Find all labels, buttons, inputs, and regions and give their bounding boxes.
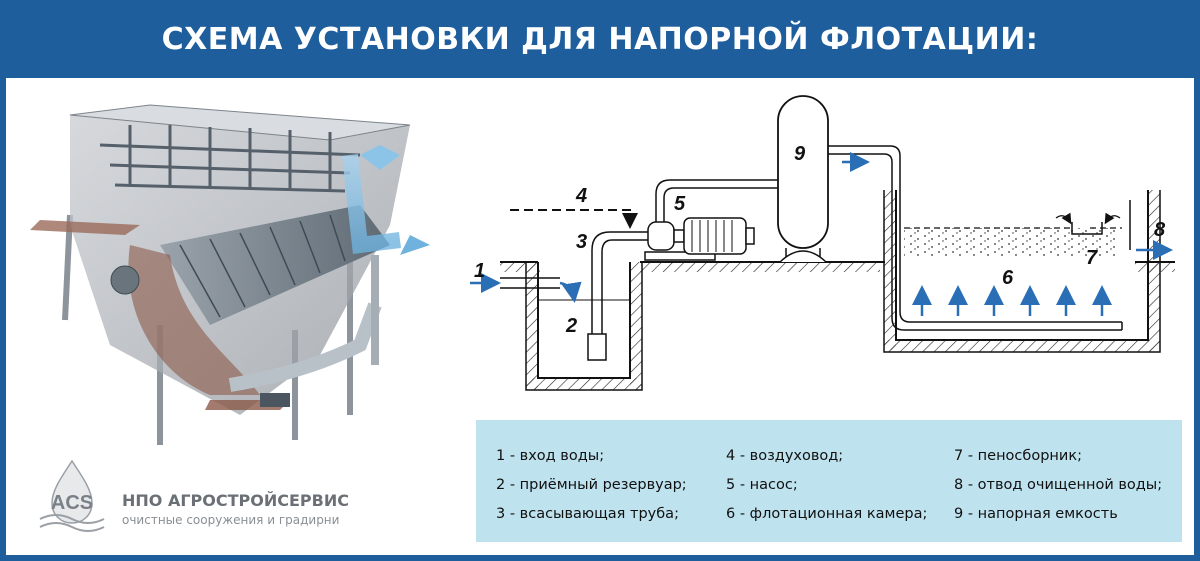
label-7: 7 <box>1086 247 1098 269</box>
label-1: 1 <box>474 260 485 282</box>
sludge-flow <box>128 245 260 395</box>
suction-pipe <box>587 231 652 361</box>
legend-item: 9 - напорная емкость <box>954 506 1118 522</box>
pressure-pipe <box>655 179 780 222</box>
bubble-arrows <box>912 285 1112 316</box>
company-logo: ACS НПО АГРОСТРОЙСЕРВИС очистные сооруже… <box>30 457 350 537</box>
skimmer-rails <box>99 125 361 193</box>
legend-item: 2 - приёмный резервуар; <box>496 477 687 493</box>
legend-item: 8 - отвод очищенной воды; <box>954 477 1163 493</box>
page-title: СХЕМА УСТАНОВКИ ДЛЯ НАПОРНОЙ ФЛОТАЦИИ: <box>161 21 1039 57</box>
top-outlet-arrow-icon <box>360 145 400 170</box>
legend-item: 7 - пеносборник; <box>954 448 1082 464</box>
label-4: 4 <box>575 185 587 207</box>
header-bar: СХЕМА УСТАНОВКИ ДЛЯ НАПОРНОЙ ФЛОТАЦИИ: <box>0 0 1200 78</box>
label-3: 3 <box>576 231 587 253</box>
logo-mark-icon: ACS <box>39 459 105 532</box>
company-tagline: очистные сооружения и градирни <box>122 513 340 527</box>
flotation-schematic: 1 2 3 4 5 6 7 8 9 <box>470 95 1175 391</box>
pressure-vessel <box>777 95 829 263</box>
air-duct <box>510 209 638 229</box>
lamella-plates <box>160 205 390 325</box>
label-5: 5 <box>674 193 686 215</box>
legend-item: 5 - насос; <box>726 477 798 493</box>
clean-water-outlet <box>1129 200 1173 260</box>
inlet-pipe <box>470 273 582 303</box>
legend-panel: 1 - вход воды; 2 - приёмный резервуар; 3… <box>476 420 1182 542</box>
recirculation-pipe <box>228 302 382 392</box>
motor-icon <box>110 265 140 295</box>
outlet-arrow-icon <box>400 235 430 255</box>
svg-text:ACS: ACS <box>51 492 93 514</box>
receiving-tank <box>525 262 643 391</box>
legend-column-2: 4 - воздуховод; 5 - насос; 6 - флотацион… <box>726 442 927 529</box>
label-9: 9 <box>794 143 806 165</box>
flotation-unit-illustration <box>30 104 430 445</box>
foam-collector <box>1055 212 1121 235</box>
legend-item: 1 - вход воды; <box>496 448 605 464</box>
label-8: 8 <box>1154 219 1166 241</box>
pump-assembly <box>644 217 755 261</box>
company-name: НПО АГРОСТРОЙСЕРВИС <box>122 491 349 510</box>
legend-item: 4 - воздуховод; <box>726 448 844 464</box>
tank-top <box>69 104 411 141</box>
legend-column-3: 7 - пеносборник; 8 - отвод очищенной вод… <box>954 442 1162 529</box>
pump-icon <box>260 393 290 407</box>
clean-water-flow <box>342 154 401 254</box>
flotation-chamber <box>883 190 1161 353</box>
legend-item: 6 - флотационная камера; <box>726 506 928 522</box>
foam-layer <box>904 228 1119 256</box>
label-2: 2 <box>565 315 577 337</box>
legend-item: 3 - всасывающая труба; <box>496 506 679 522</box>
label-6: 6 <box>1002 267 1014 289</box>
lamella-lines <box>179 214 346 318</box>
legend-column-1: 1 - вход воды; 2 - приёмный резервуар; 3… <box>496 442 687 529</box>
inflow-arrow <box>30 220 140 235</box>
